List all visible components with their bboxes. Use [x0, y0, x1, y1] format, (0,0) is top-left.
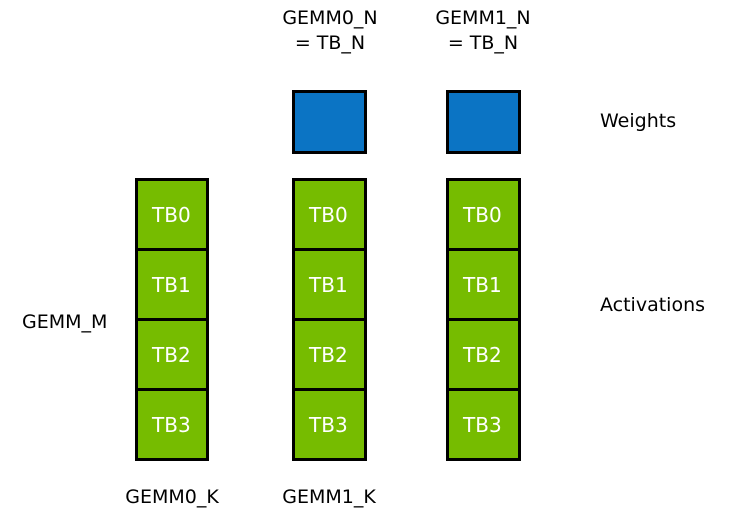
activations-column-2: TB0 TB1 TB2 TB3	[446, 178, 521, 461]
activations-row-label: Activations	[600, 294, 706, 316]
activation-cell: TB2	[135, 318, 209, 391]
gemm0-weight-tile	[292, 90, 367, 154]
activation-cell: TB1	[292, 248, 367, 321]
activation-cell-label: TB0	[463, 202, 502, 227]
gemm0-n-line2: = TB_N	[294, 32, 366, 54]
activation-cell: TB0	[292, 178, 367, 251]
activations-column-1: TB0 TB1 TB2 TB3	[292, 178, 367, 461]
activation-cell-label: TB2	[152, 342, 191, 367]
gemm1-k-label: GEMM1_K	[282, 486, 376, 508]
gemm0-n-line1: GEMM0_N	[282, 7, 378, 29]
activation-cell: TB2	[446, 318, 521, 391]
gemm1-n-line2: = TB_N	[447, 32, 519, 54]
activation-cell-label: TB1	[152, 272, 191, 297]
activation-cell: TB1	[446, 248, 521, 321]
activation-cell-label: TB2	[463, 342, 502, 367]
weights-row-label: Weights	[600, 110, 677, 132]
activation-cell-label: TB3	[309, 412, 348, 437]
activation-cell: TB3	[135, 388, 209, 461]
activation-cell-label: TB0	[309, 202, 348, 227]
gemm1-weight-tile	[446, 90, 521, 154]
activation-cell-label: TB3	[152, 412, 191, 437]
activation-cell: TB3	[446, 388, 521, 461]
activations-column-0: TB0 TB1 TB2 TB3	[135, 178, 209, 461]
activation-cell: TB1	[135, 248, 209, 321]
gemm-m-label: GEMM_M	[22, 311, 108, 333]
activation-cell: TB0	[446, 178, 521, 251]
activation-cell-label: TB3	[463, 412, 502, 437]
gemm0-k-label: GEMM0_K	[125, 486, 219, 508]
gemm1-n-line1: GEMM1_N	[435, 7, 531, 29]
gemm0-n-label: GEMM0_N = TB_N	[265, 6, 395, 56]
activation-cell-label: TB1	[463, 272, 502, 297]
gemm1-n-label: GEMM1_N = TB_N	[418, 6, 548, 56]
activation-cell-label: TB2	[309, 342, 348, 367]
activation-cell: TB2	[292, 318, 367, 391]
activation-cell-label: TB0	[152, 202, 191, 227]
activation-cell: TB3	[292, 388, 367, 461]
activation-cell: TB0	[135, 178, 209, 251]
activation-cell-label: TB1	[309, 272, 348, 297]
